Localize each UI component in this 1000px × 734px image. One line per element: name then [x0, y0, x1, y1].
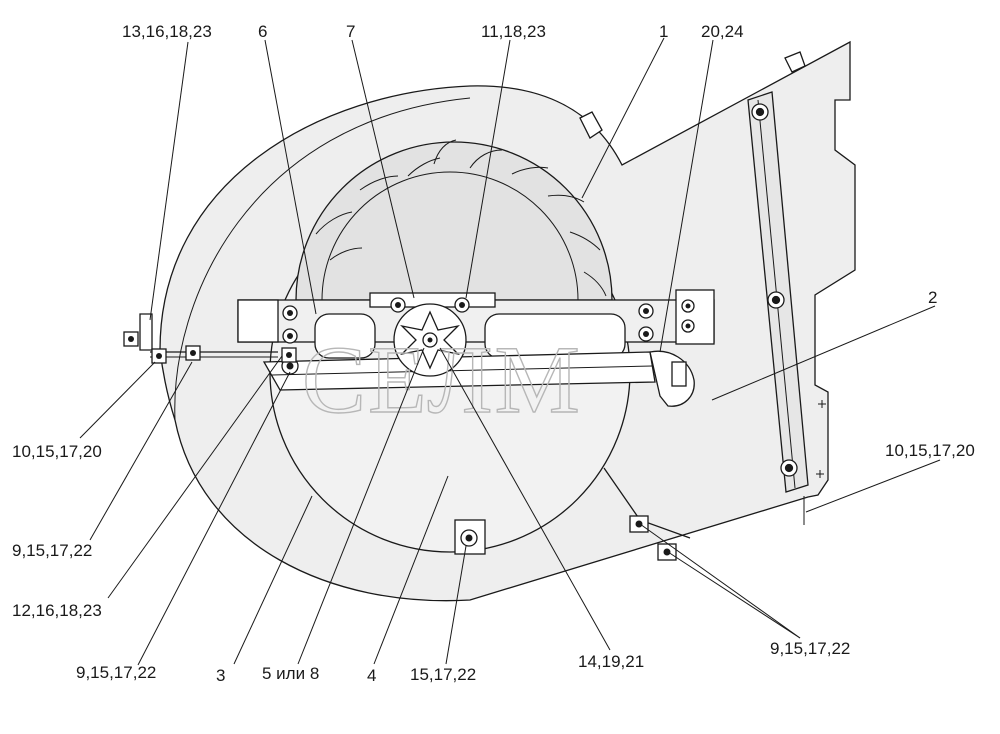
- bracket-bolt-r1: [638, 303, 654, 319]
- bottom-bolt: [454, 519, 486, 555]
- label-11-18-23: 11,18,23: [481, 22, 546, 41]
- label-1: 1: [659, 22, 668, 41]
- label-13-16-18-23: 13,16,18,23: [122, 22, 212, 41]
- bracket-left-block: [237, 299, 279, 343]
- bracket-bolt-l1: [282, 305, 298, 321]
- top-clip-left: [579, 111, 603, 139]
- lower-bolt-2: [657, 543, 677, 561]
- label-9-15-17-22-a: 9,15,17,22: [12, 541, 92, 560]
- label-9-15-17-22-right: 9,15,17,22: [770, 639, 850, 658]
- hub-center-dot: [427, 337, 433, 343]
- label-12-16-18-23: 12,16,18,23: [12, 601, 102, 620]
- motor-bolt-left: [390, 297, 406, 313]
- side-plate-bolt-mid: [767, 291, 785, 309]
- label-3: 3: [216, 666, 225, 685]
- left-nut-4: [281, 347, 297, 363]
- right-clamp-tab: [671, 361, 687, 387]
- base-strip-edge: [271, 365, 653, 376]
- bracket-bolt-r2: [638, 326, 654, 342]
- side-plate-bolt-top: [751, 103, 769, 121]
- impeller-blades: [315, 139, 607, 297]
- label-14-19-21: 14,19,21: [578, 652, 644, 671]
- bracket-bolt-l2: [282, 328, 298, 344]
- left-nut-3: [185, 345, 201, 361]
- label-10-15-17-20-left: 10,15,17,20: [12, 442, 102, 461]
- label-9-15-17-22-b: 9,15,17,22: [76, 663, 156, 682]
- bracket-slot-left: [314, 313, 376, 359]
- label-10-15-17-20-right: 10,15,17,20: [885, 441, 975, 460]
- label-15-17-22: 15,17,22: [410, 665, 476, 684]
- bracket-bolt-r4: [681, 319, 695, 333]
- left-nut-2: [151, 348, 167, 364]
- label-4: 4: [367, 666, 376, 685]
- label-6: 6: [258, 22, 267, 41]
- lower-bolt-1: [629, 515, 649, 533]
- motor-bolt-right: [454, 297, 470, 313]
- label-7: 7: [346, 22, 355, 41]
- watermark: СЕЛМ: [302, 326, 582, 433]
- side-plate-bolt-bottom: [780, 459, 798, 477]
- left-nut-1: [123, 331, 139, 347]
- label-5-ili-8: 5 или 8: [262, 664, 319, 683]
- housing-inner-edge: [174, 97, 471, 421]
- impeller-hub-arc: [321, 171, 579, 301]
- label-2: 2: [928, 288, 937, 307]
- bracket-bolt-r3: [681, 299, 695, 313]
- bracket-right-block: [675, 289, 715, 345]
- label-20-24: 20,24: [701, 22, 744, 41]
- leader-lines: [79, 37, 941, 666]
- top-clip-right: [784, 51, 806, 73]
